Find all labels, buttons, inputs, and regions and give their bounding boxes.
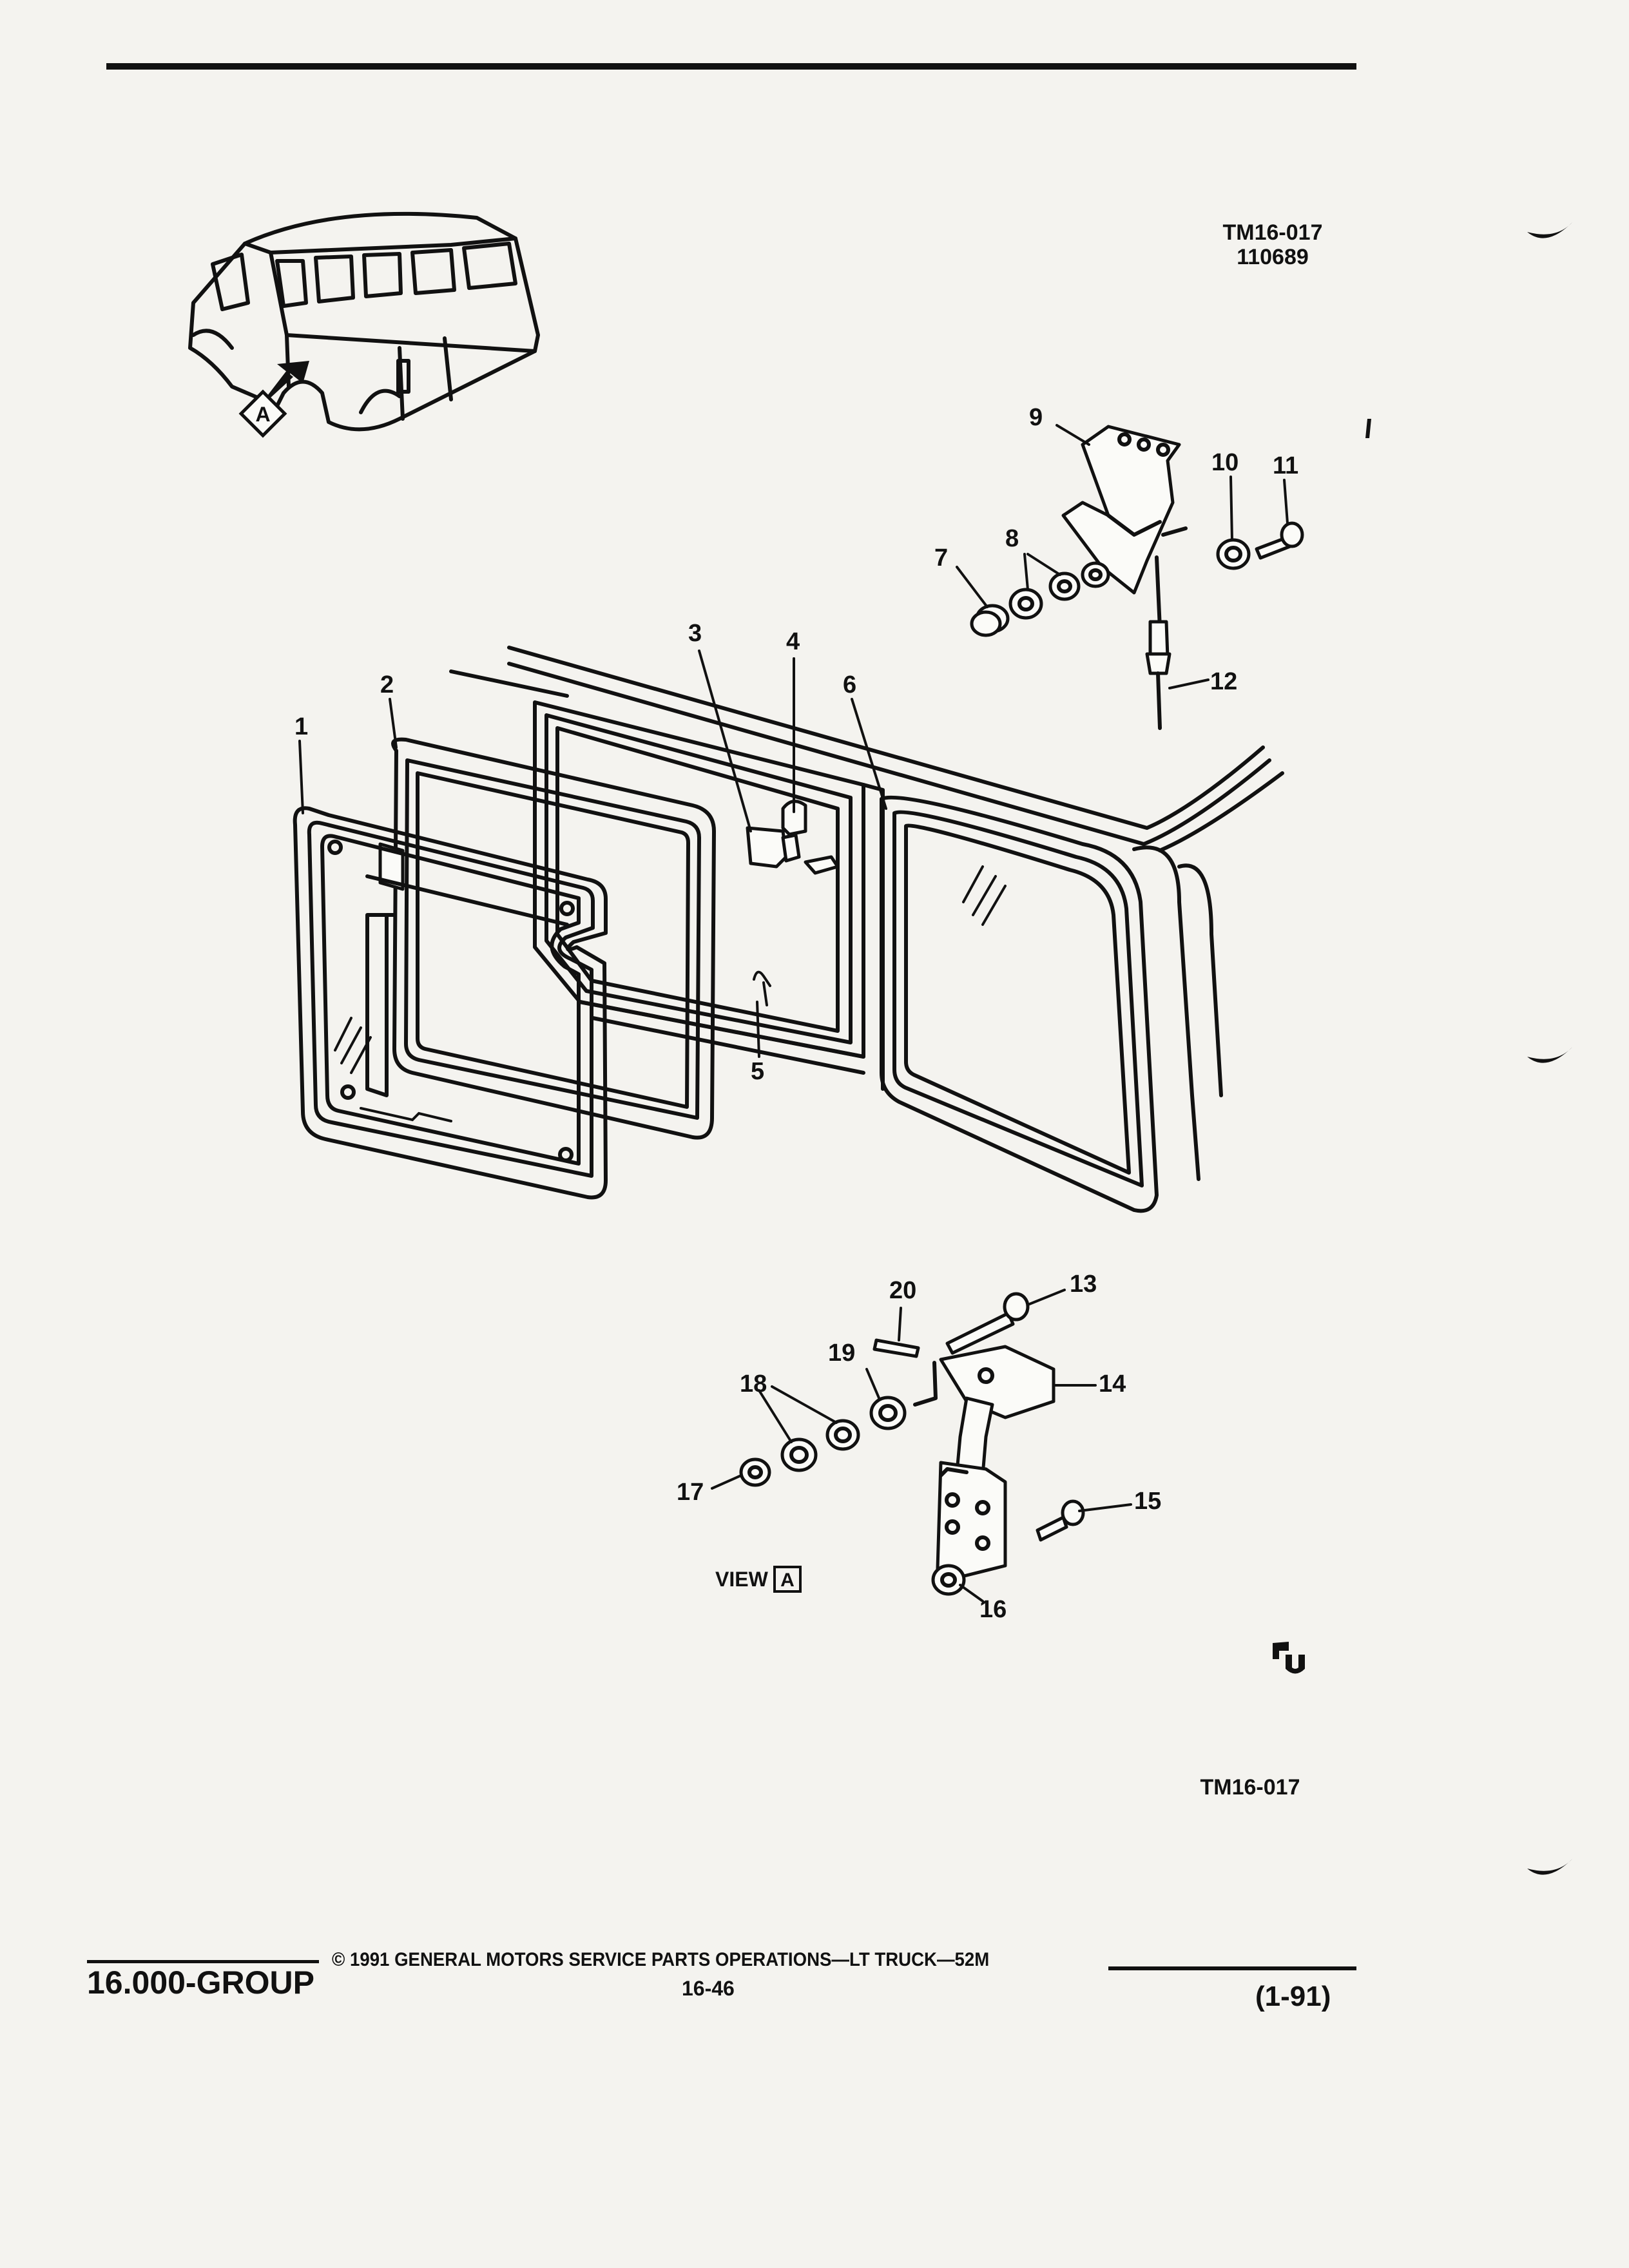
roller-bracket-item-9 <box>1061 425 1188 595</box>
bushings-item-8 <box>1008 561 1110 620</box>
page-number: 16-46 <box>682 1977 735 2000</box>
footer-rule-right <box>1108 1966 1356 1970</box>
callout-20: 20 <box>889 1277 916 1304</box>
vehicle-overview-illustration: A <box>188 211 540 438</box>
pin-item-12 <box>1145 555 1171 730</box>
top-rule <box>106 63 1356 70</box>
washers-item-18 <box>780 1419 860 1472</box>
callout-14: 14 <box>1099 1370 1126 1398</box>
callout-11: 11 <box>1273 452 1298 479</box>
callout-2: 2 <box>380 671 394 698</box>
footer-rule-left <box>87 1960 319 1963</box>
copyright-line: © 1991 GENERAL MOTORS SERVICE PARTS OPER… <box>332 1949 990 1970</box>
callout-8: 8 <box>1005 525 1019 552</box>
spring-item-5 <box>753 970 771 1006</box>
callout-5: 5 <box>751 1058 764 1085</box>
bushing-item-19 <box>869 1396 907 1430</box>
nut-item-10 <box>1216 538 1251 570</box>
figure-code: TM16-017 <box>1223 220 1323 245</box>
binding-marks <box>1365 222 1572 1875</box>
view-tag-box <box>773 1566 802 1593</box>
latch-item-3 <box>746 826 801 869</box>
body-panel-illustration <box>449 646 1284 1213</box>
callout-6: 6 <box>843 671 856 698</box>
revision-date: (1-91) <box>1255 1981 1331 2012</box>
bolt-item-11 <box>1255 521 1304 560</box>
group-label: 16.000-GROUP <box>87 1965 314 2001</box>
callout-7: 7 <box>934 544 948 572</box>
callout-3: 3 <box>688 620 702 647</box>
callout-9: 9 <box>1029 404 1043 431</box>
figure-date: 110689 <box>1237 245 1309 269</box>
figure-code-bottom: TM16-017 <box>1200 1775 1300 1800</box>
hinge-item-14 <box>936 1345 1055 1581</box>
callout-12: 12 <box>1210 668 1237 695</box>
window-seal-item-2 <box>378 737 716 1140</box>
callout-13: 13 <box>1070 1271 1097 1298</box>
callout-18: 18 <box>740 1370 767 1398</box>
sliding-window-item-1 <box>293 806 608 1200</box>
bolt-item-13 <box>945 1292 1030 1355</box>
nut-item-16 <box>931 1564 966 1596</box>
callout-19: 19 <box>828 1340 855 1367</box>
callout-4: 4 <box>786 628 800 655</box>
callout-16: 16 <box>979 1596 1007 1623</box>
nut-item-17 <box>739 1457 771 1487</box>
cap-item-7 <box>970 604 1010 637</box>
leader-lines <box>298 424 1289 1602</box>
gm-mark-icon <box>1273 1642 1305 1674</box>
view-label: VIEW <box>715 1568 769 1591</box>
callout-1: 1 <box>294 713 308 740</box>
callout-15: 15 <box>1134 1488 1161 1515</box>
callout-labels: 1 2 3 4 5 6 7 8 9 10 11 12 13 14 15 16 1… <box>294 404 1298 1623</box>
bolt-item-15 <box>1036 1499 1085 1542</box>
callout-17: 17 <box>677 1479 704 1506</box>
pin-item-20 <box>872 1338 938 1407</box>
vehicle-view-tag: A <box>255 403 270 426</box>
clip-item-4 <box>781 800 840 875</box>
view-tag: A <box>780 1570 795 1591</box>
callout-10: 10 <box>1211 449 1239 476</box>
